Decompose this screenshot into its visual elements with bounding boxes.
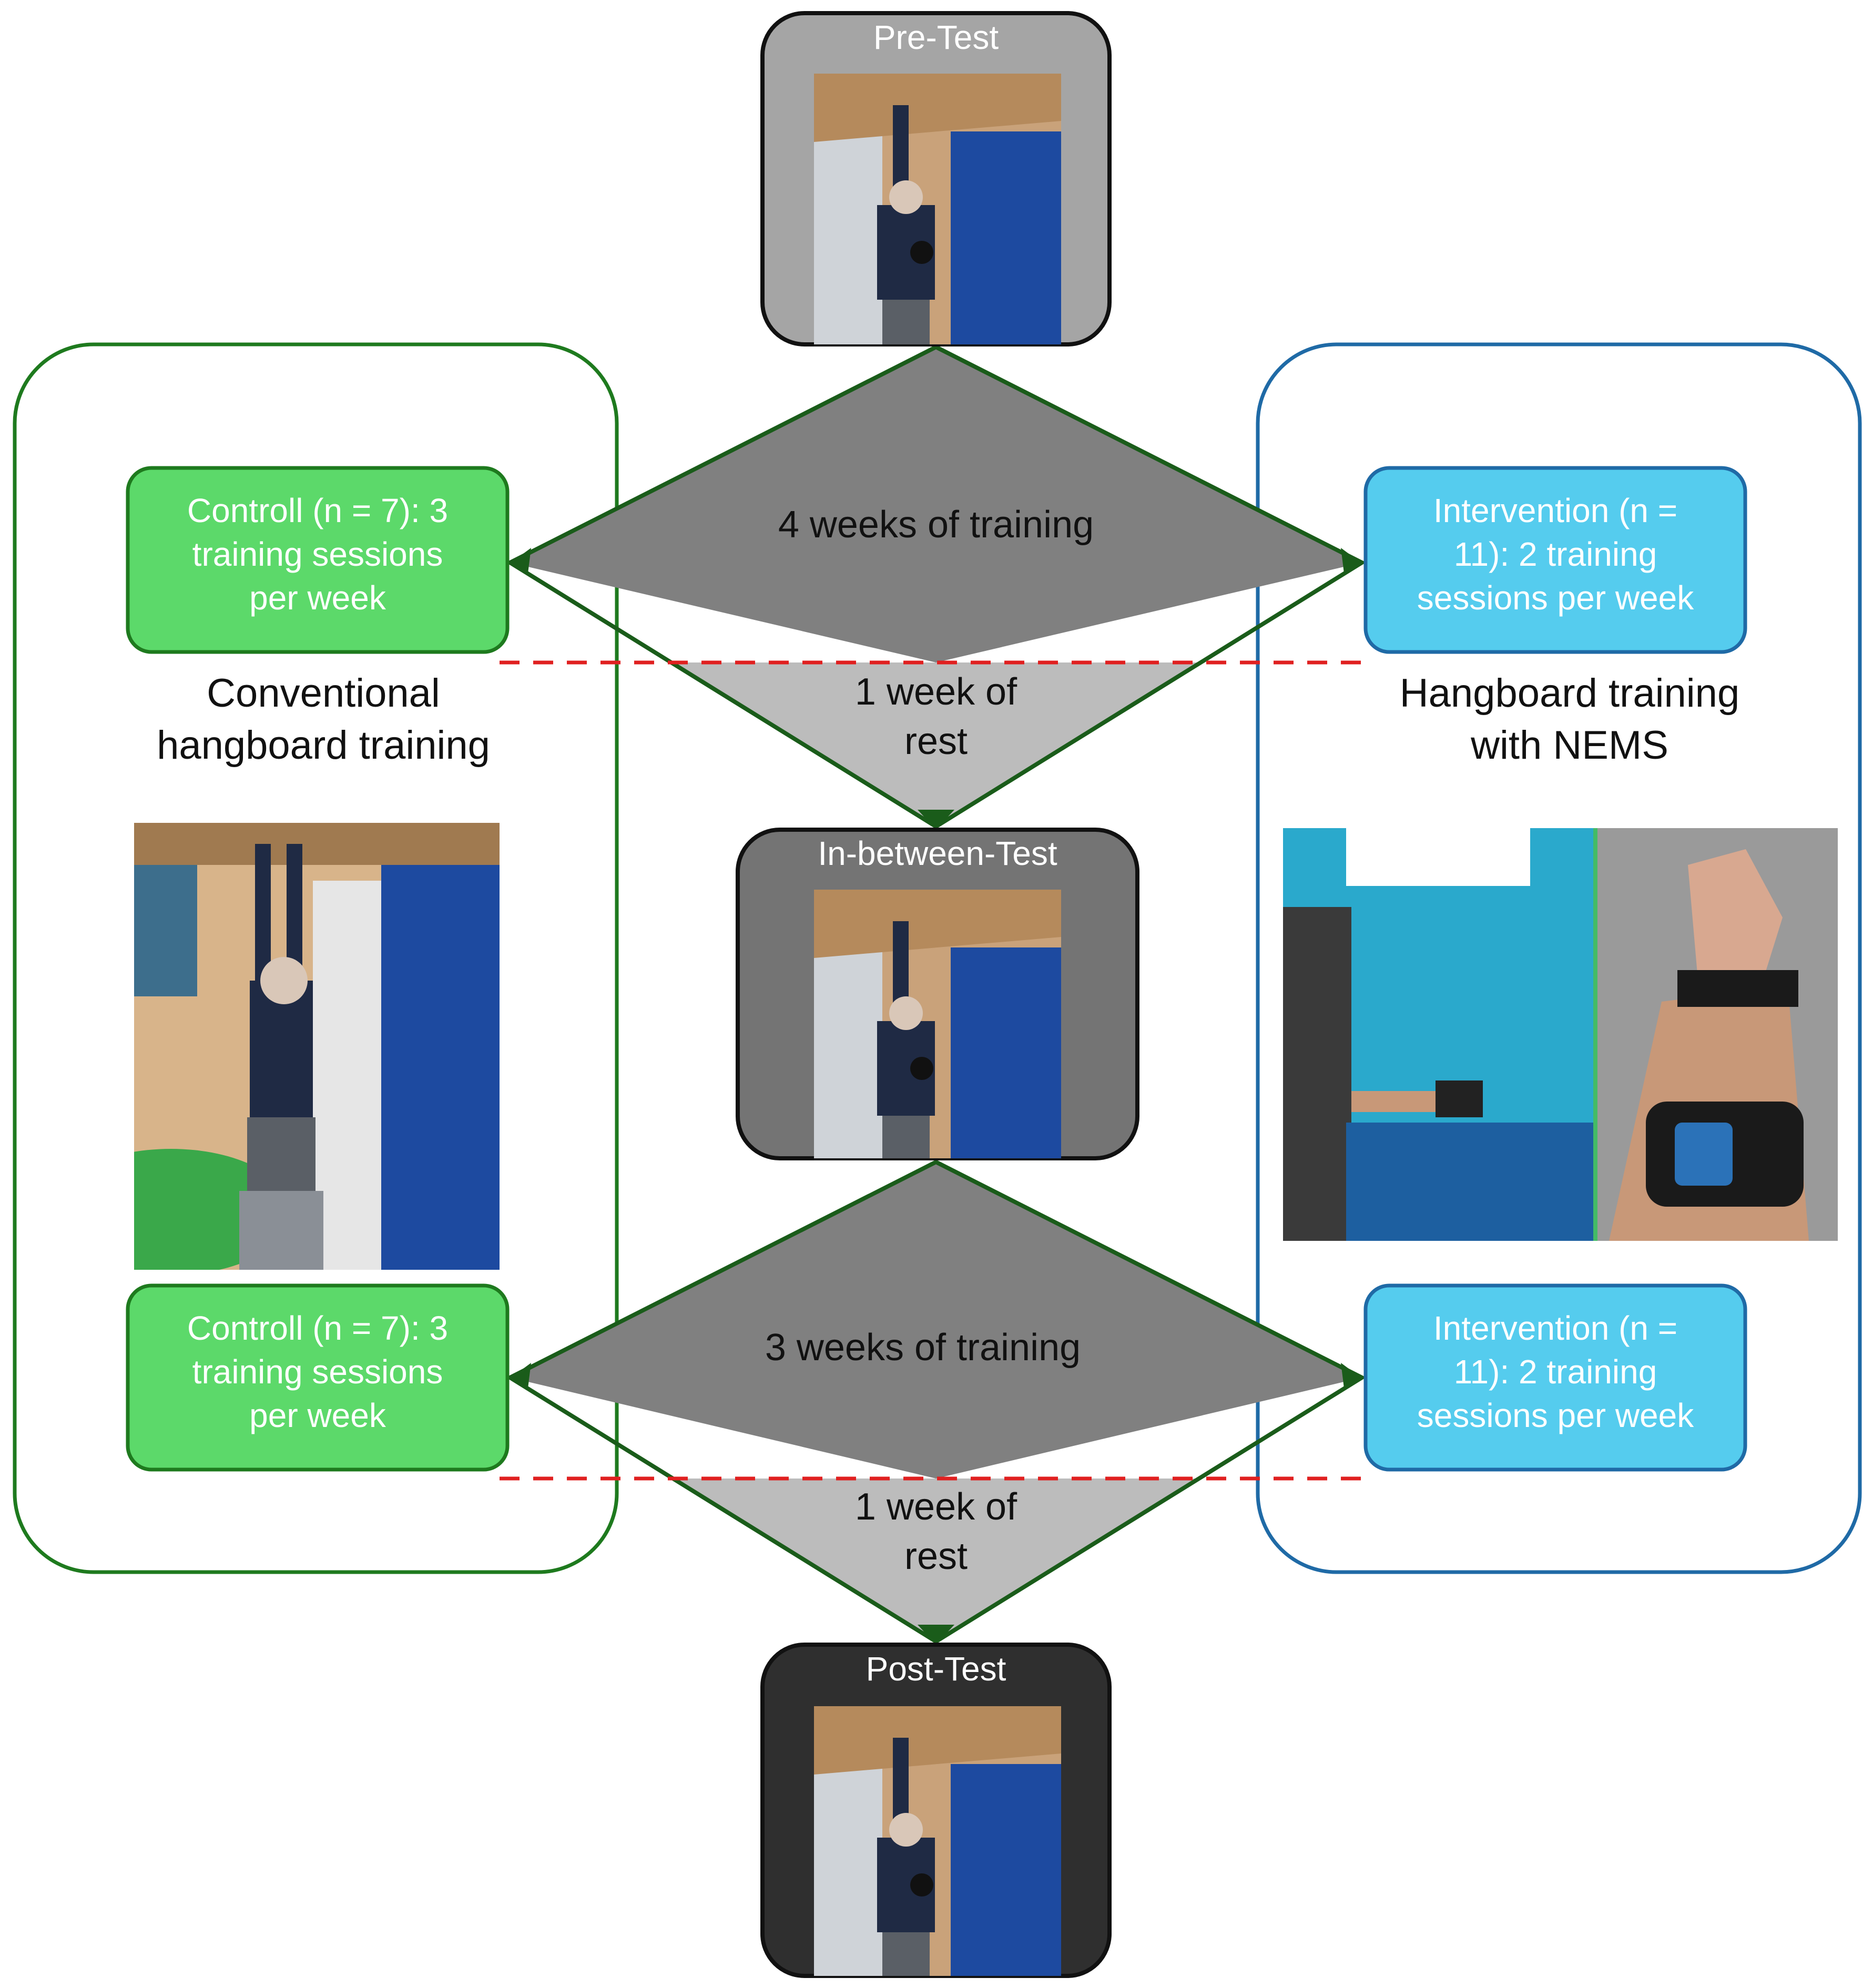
rest-phase-2-label: 1 week of rest: [805, 1483, 1067, 1581]
intervention-group-title-line2: with NEMS: [1471, 722, 1668, 768]
posttest-photo: [814, 1706, 1061, 1976]
intervention-group-container: [1256, 342, 1862, 1574]
training-phase-1-label: 4 weeks of training: [778, 504, 1094, 546]
intervention-box-1: [1363, 466, 1747, 654]
intervention-box-2-line2: 11): 2 training: [1453, 1353, 1657, 1391]
intervention-box-1-line2: 11): 2 training: [1453, 535, 1657, 574]
intervention-box-1-line1: Intervention (n =: [1433, 492, 1678, 529]
control-box-1: [126, 466, 510, 654]
intervention-group-title-line1: Hangboard training: [1399, 671, 1740, 716]
pretest-photo: [814, 74, 1061, 344]
training-diamond-1: [510, 347, 1362, 662]
control-box-2: [126, 1283, 510, 1472]
control-group-title: Conventional hangboard training: [95, 668, 552, 772]
intervention-group-title: Hangboard training with NEMS: [1341, 668, 1798, 772]
intervention-box-2-line1: Intervention (n =: [1433, 1309, 1678, 1347]
control-group-title-line2: hangboard training: [157, 722, 490, 768]
arrowhead-to-inbetween: [918, 810, 954, 830]
inbetween-test-title: In-between-Test: [818, 834, 1057, 872]
control-box-1-line1: Controll (n = 7): 3: [187, 492, 449, 529]
control-group-container: [13, 342, 619, 1574]
pretest-title: Pre-Test: [873, 18, 999, 56]
rest-phase-1-line1: 1 week of: [854, 671, 1017, 713]
control-group-title-line1: Conventional: [207, 671, 440, 716]
control-box-2-line1: Controll (n = 7): 3: [187, 1309, 449, 1347]
training-diamond-2: [510, 1162, 1362, 1479]
arrowhead-to-intervention-1: [1341, 548, 1361, 573]
control-box-2-text: Controll (n = 7): 3 training sessions pe…: [128, 1307, 507, 1438]
control-box-2-line2: training sessions: [192, 1353, 443, 1391]
intervention-nems-photo: [1283, 828, 1838, 1241]
arrowhead-to-control-1: [511, 548, 531, 573]
inbetween-photo: [814, 890, 1061, 1158]
intervention-box-2: [1363, 1283, 1747, 1472]
intervention-box-1-text: Intervention (n = 11): 2 training sessio…: [1366, 489, 1745, 620]
control-box-1-line3: per week: [249, 579, 386, 617]
rest-diamond-2: [675, 1479, 1197, 1642]
control-box-1-text: Controll (n = 7): 3 training sessions pe…: [128, 489, 507, 620]
posttest-title: Post-Test: [866, 1650, 1006, 1688]
control-box-2-line3: per week: [249, 1396, 386, 1435]
rest-phase-1-label: 1 week of rest: [805, 668, 1067, 766]
control-box-1-line2: training sessions: [192, 535, 443, 574]
rest-phase-2-line2: rest: [904, 1535, 968, 1577]
rest-diamond-1: [675, 662, 1197, 827]
intervention-box-1-line3: sessions per week: [1417, 579, 1694, 617]
arrowhead-to-posttest: [918, 1625, 954, 1645]
arrowhead-to-intervention-2: [1341, 1363, 1361, 1388]
rest-phase-2-line1: 1 week of: [854, 1486, 1017, 1528]
intervention-box-2-line3: sessions per week: [1417, 1396, 1694, 1435]
intervention-box-2-text: Intervention (n = 11): 2 training sessio…: [1366, 1307, 1745, 1438]
control-hangboard-photo: [134, 823, 500, 1270]
training-phase-2-label: 3 weeks of training: [765, 1327, 1081, 1369]
arrowhead-to-control-2: [511, 1363, 531, 1388]
rest-phase-1-line2: rest: [904, 720, 968, 762]
